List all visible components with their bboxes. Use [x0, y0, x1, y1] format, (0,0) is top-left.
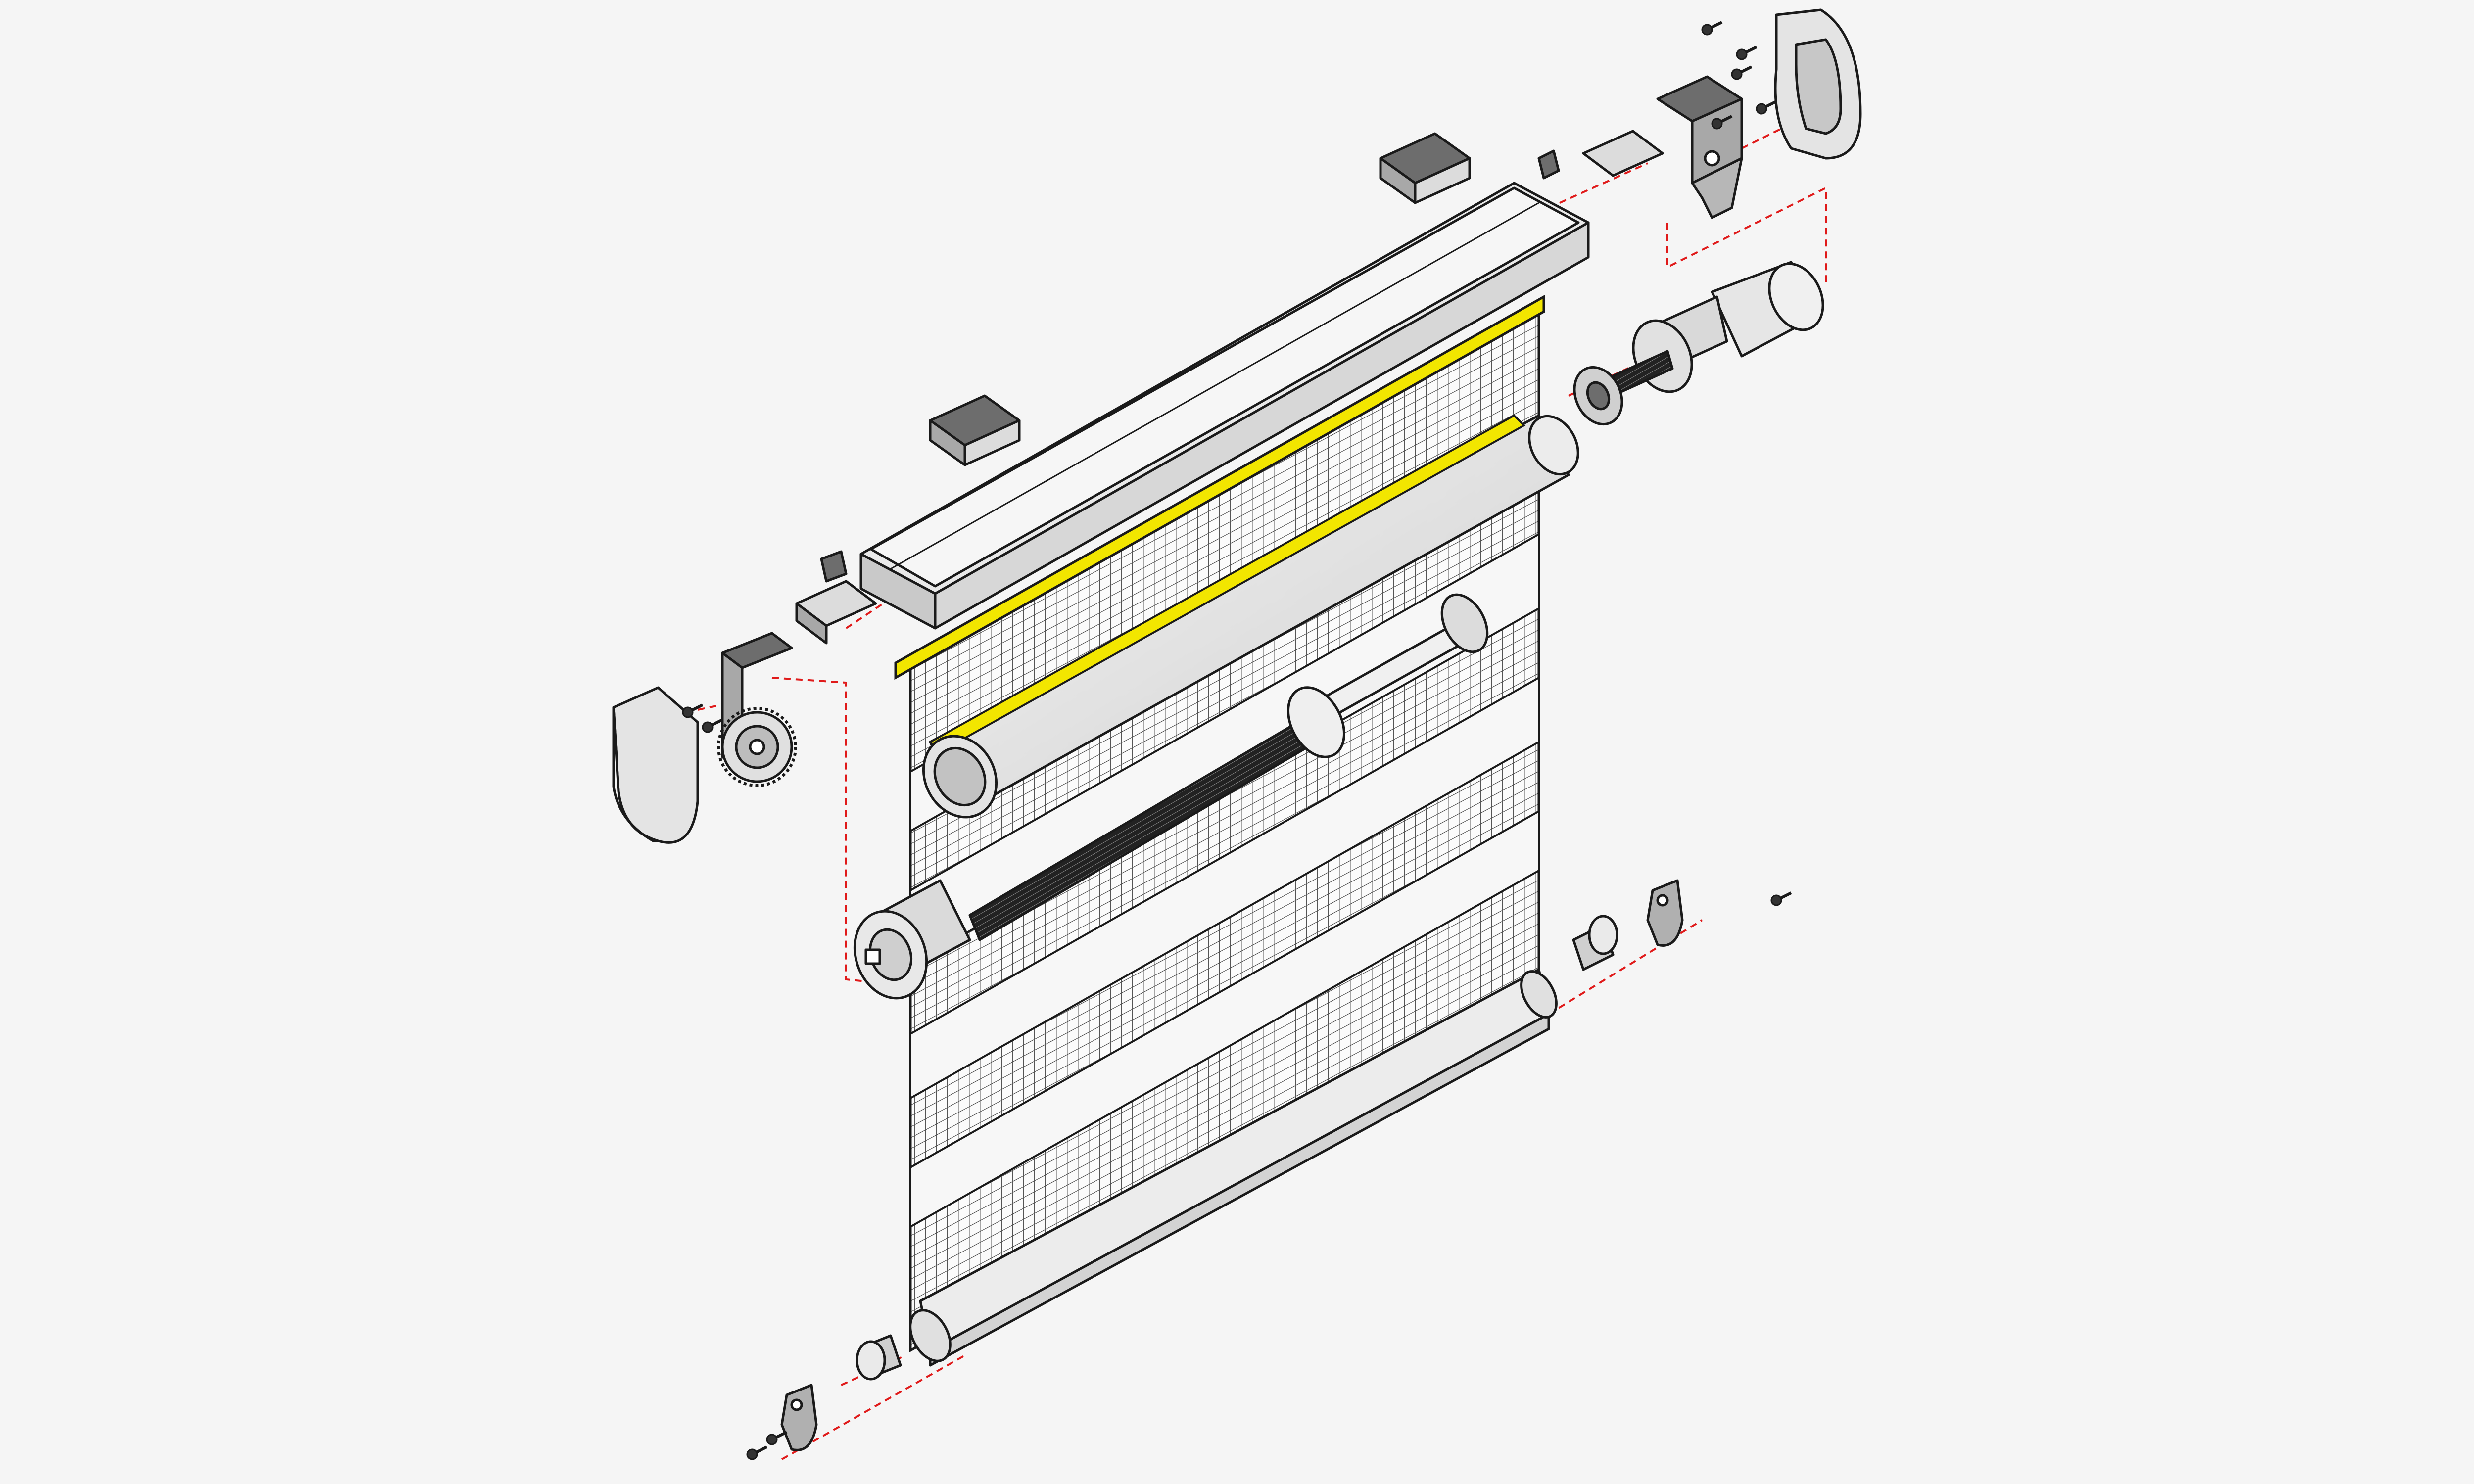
bottom-end-cap — [1572, 915, 1618, 971]
screw — [1770, 891, 1792, 906]
screw — [1731, 65, 1753, 80]
screw — [1711, 115, 1733, 130]
end-bracket — [717, 632, 797, 787]
screw — [1736, 46, 1758, 60]
screws — [682, 21, 1792, 1460]
bottom-bracket — [780, 1384, 818, 1451]
guide-right-bracket-box — [1666, 186, 1827, 287]
mounting-clip — [1537, 130, 1664, 180]
spring-drum — [853, 879, 971, 1000]
fabric-solid-stripe — [909, 809, 1540, 1229]
guide-right-top — [1548, 162, 1648, 209]
guide-left-bracket-to-drum — [771, 677, 871, 983]
screw — [766, 1431, 788, 1445]
end-bracket — [1656, 75, 1743, 219]
mounting-clip — [929, 394, 1021, 466]
guide-right-endcap — [1741, 123, 1792, 149]
bottom-rail — [909, 968, 1558, 1367]
adhesive-strip — [894, 294, 1545, 680]
bottom-end-cap — [856, 1334, 902, 1381]
screw — [1701, 21, 1723, 36]
headrail — [859, 182, 1590, 630]
end-cap — [612, 686, 699, 844]
screw — [746, 1445, 768, 1460]
screw — [1756, 100, 1777, 115]
end-cap — [1774, 8, 1862, 160]
spring-shaft — [968, 593, 1489, 941]
fabric-stripes — [909, 414, 1540, 1229]
mounting-clip — [1379, 132, 1471, 204]
idler-plug — [1573, 261, 1824, 426]
screw — [682, 703, 704, 718]
guide-bottom-right — [1548, 919, 1703, 1015]
screw — [702, 718, 723, 733]
bottom-bracket — [1646, 879, 1684, 947]
fabric-solid-stripe — [909, 676, 1540, 1100]
guide-left-clip — [845, 598, 892, 629]
mounting-clip — [795, 550, 877, 645]
roller-tube — [922, 414, 1579, 819]
